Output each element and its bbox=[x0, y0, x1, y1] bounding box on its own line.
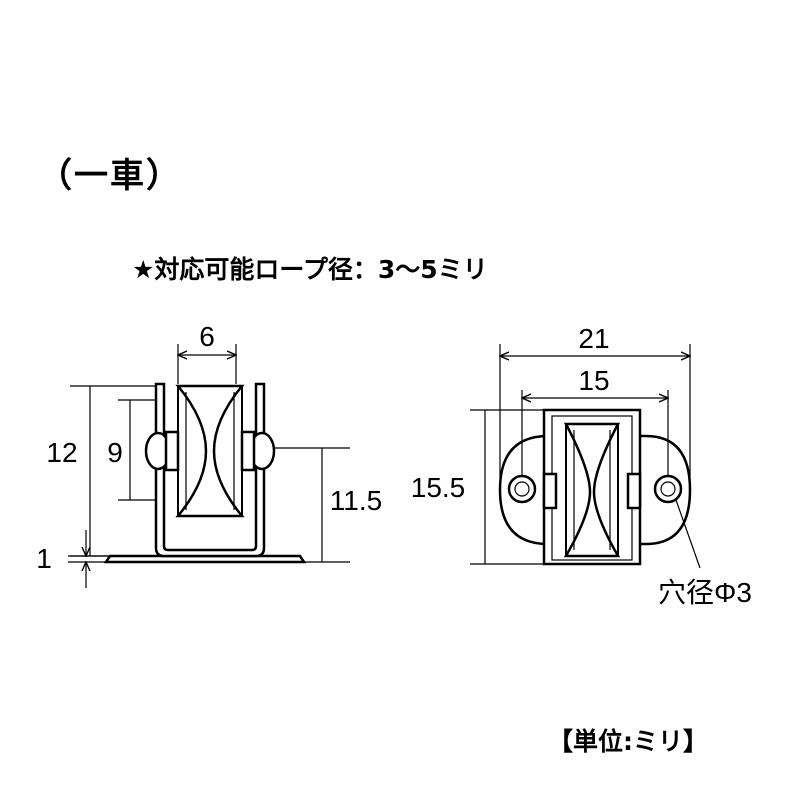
dim-front-height: 15.5 bbox=[411, 472, 466, 503]
side-axle-pin-right bbox=[240, 430, 256, 472]
dim-groove-width: 6 bbox=[199, 321, 215, 352]
product-title: （一車） bbox=[38, 156, 182, 196]
dim-wheel-height: 9 bbox=[107, 437, 123, 468]
unit-note: 【単位:ミリ】 bbox=[548, 727, 708, 756]
dim-hole-pitch: 15 bbox=[578, 365, 609, 396]
dim-overall-height: 12 bbox=[46, 437, 77, 468]
side-axle-pin-left bbox=[164, 430, 180, 472]
hole-diameter-label: 穴径Φ3 bbox=[658, 577, 752, 608]
front-view: 21 15 15.5 穴径Φ3 bbox=[411, 323, 752, 608]
front-mount-hole-right bbox=[653, 474, 683, 504]
dim-axle-height: 11.5 bbox=[330, 485, 382, 516]
side-pulley-wheel bbox=[175, 384, 245, 518]
side-u-bracket bbox=[154, 382, 266, 558]
dim-base-width: 21 bbox=[578, 323, 609, 354]
front-mount-hole-left bbox=[507, 474, 537, 504]
rope-diameter-note: ★対応可能ロープ径：3〜5ミリ bbox=[132, 255, 488, 284]
dim-base-thickness: 1 bbox=[36, 543, 52, 574]
side-view: 6 12 9 11.5 1 bbox=[36, 321, 382, 588]
